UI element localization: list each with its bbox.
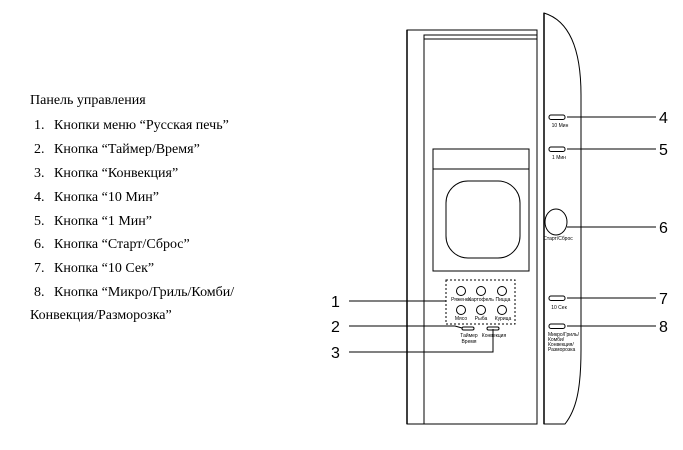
callout-number-4: 4 (659, 110, 668, 127)
menu-label-pizza: Пицца (496, 297, 511, 303)
callout-line-2 (349, 325, 463, 329)
button-10-sec[interactable] (548, 295, 566, 301)
display-screen (445, 180, 521, 259)
legend-item-number: 8. (34, 285, 45, 300)
callout-number-1: 1 (331, 294, 340, 311)
legend-item-4: 4. Кнопка “10 Мин” (34, 190, 159, 206)
legend-item-2: 2. Кнопка “Таймер/Время” (34, 142, 200, 158)
legend-item-number: 5. (34, 214, 45, 229)
label-1-min: 1 Мин (552, 155, 566, 161)
mode-button[interactable] (548, 323, 566, 329)
timer-time-button[interactable] (461, 326, 475, 331)
legend-item-text: Кнопка “1 Мин” (54, 214, 152, 229)
legend-item-text: Кнопка “10 Мин” (54, 190, 159, 205)
menu-button-kartofel[interactable] (476, 286, 486, 296)
legend-item-text: Кнопка “Старт/Сброс” (54, 237, 190, 252)
legend-item-number: 3. (34, 166, 45, 181)
legend-item-number: 7. (34, 261, 45, 276)
timer-label-line2: Время (461, 339, 476, 345)
callout-number-6: 6 (659, 220, 668, 237)
legend-item-6: 6. Кнопка “Старт/Сброс” (34, 237, 190, 253)
menu-button-group (445, 279, 516, 325)
mode-label-line4: Разморозка (548, 347, 575, 353)
legend-item-1: 1. Кнопки меню “Русская печь” (34, 118, 229, 134)
legend-item-text: Кнопка “10 Сек” (54, 261, 155, 276)
callout-number-7: 7 (659, 291, 668, 308)
front-panel-inner (423, 34, 538, 425)
legend-title: Панель управления (30, 93, 146, 108)
legend-item-number: 4. (34, 190, 45, 205)
timer-label-line1: Таймер (460, 332, 478, 339)
callout-number-2: 2 (331, 319, 340, 336)
legend-item-number: 1. (34, 118, 45, 133)
legend-item-3: 3. Кнопка “Конвекция” (34, 166, 178, 182)
menu-button-pizza[interactable] (497, 286, 507, 296)
label-10-min: 10 Мин (552, 123, 569, 129)
menu-label-kartofel: Картофель (468, 297, 494, 303)
button-1-min[interactable] (548, 146, 566, 152)
front-panel-outline (406, 29, 538, 425)
callout-number-5: 5 (659, 142, 668, 159)
legend: Панель управления 1. Кнопки меню “Русская… (0, 0, 330, 330)
menu-label-myaso: Мясо (455, 316, 467, 322)
callout-number-8: 8 (659, 319, 668, 336)
mode-label-line3: Конвекция/ (548, 342, 574, 348)
menu-button-ryba[interactable] (476, 305, 486, 315)
menu-button-kuritsa[interactable] (497, 305, 507, 315)
button-10-min[interactable] (548, 114, 566, 120)
menu-label-ryba: Рыба (475, 316, 488, 322)
start-reset-label: Старт/Сброс (543, 236, 573, 242)
legend-item-8: 8. Кнопка “Микро/Гриль/Комби/ (34, 285, 234, 301)
legend-item-text: Кнопка “Таймер/Время” (54, 142, 200, 157)
legend-item-7: 7. Кнопка “10 Сек” (34, 261, 154, 277)
legend-item-text: Кнопка “Конвекция” (54, 166, 179, 181)
start-reset-button[interactable] (544, 208, 568, 236)
legend-item-number: 2. (34, 142, 45, 157)
callout-line-3 (349, 329, 494, 353)
legend-item-text: Кнопки меню “Русская печь” (54, 118, 229, 133)
label-10-sec: 10 Сек (551, 305, 567, 311)
menu-label-kuritsa: Курица (495, 316, 512, 322)
menu-button-myaso[interactable] (456, 305, 466, 315)
callout-number-3: 3 (331, 345, 340, 362)
mode-label-line1: Микро/Гриль/ (548, 332, 580, 338)
display-window (432, 148, 530, 272)
legend-item-8-continuation: Конвекция/Разморозка” (30, 308, 172, 323)
legend-item-5: 5. Кнопка “1 Мин” (34, 214, 152, 230)
side-panel-outline (543, 12, 582, 425)
menu-button-ryazhenka[interactable] (456, 286, 466, 296)
legend-item-text: Кнопка “Микро/Гриль/Комби/ (54, 285, 235, 300)
convection-label: Конвекция (482, 333, 507, 339)
legend-item-number: 6. (34, 237, 45, 252)
menu-label-ryazhenka: Ряженка (451, 297, 471, 303)
mode-label-line2: Комби/ (548, 337, 565, 343)
